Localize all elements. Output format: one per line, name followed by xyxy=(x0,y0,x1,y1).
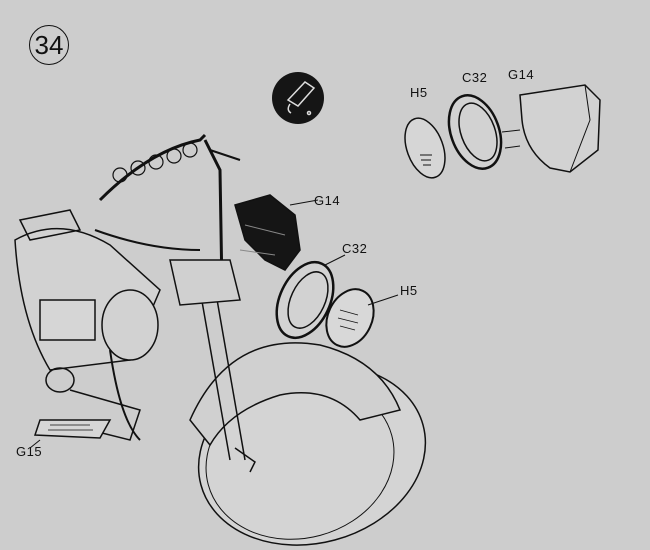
detail-label-h5: H5 xyxy=(410,85,428,100)
main-label-c32: C32 xyxy=(342,241,368,256)
detail-housing-g14 xyxy=(501,84,601,173)
cement-tube-icon xyxy=(272,72,324,124)
main-housing-g14 xyxy=(234,194,319,271)
main-label-g14: G14 xyxy=(314,193,341,208)
detail-lens-h5 xyxy=(404,117,446,179)
detail-rim-c32 xyxy=(447,94,503,170)
main-rim-c32 xyxy=(275,254,346,340)
step-number-text: 34 xyxy=(34,29,64,60)
detail-label-g14: G14 xyxy=(508,67,535,82)
main-label-g15: G15 xyxy=(16,444,43,459)
detail-label-c32: C32 xyxy=(462,70,488,85)
main-label-h5: H5 xyxy=(400,283,418,298)
step-number: 34 xyxy=(29,25,69,65)
g15-leader-line xyxy=(29,439,41,449)
main-lens-h5 xyxy=(325,288,399,348)
motorcycle-drawing xyxy=(14,133,427,546)
